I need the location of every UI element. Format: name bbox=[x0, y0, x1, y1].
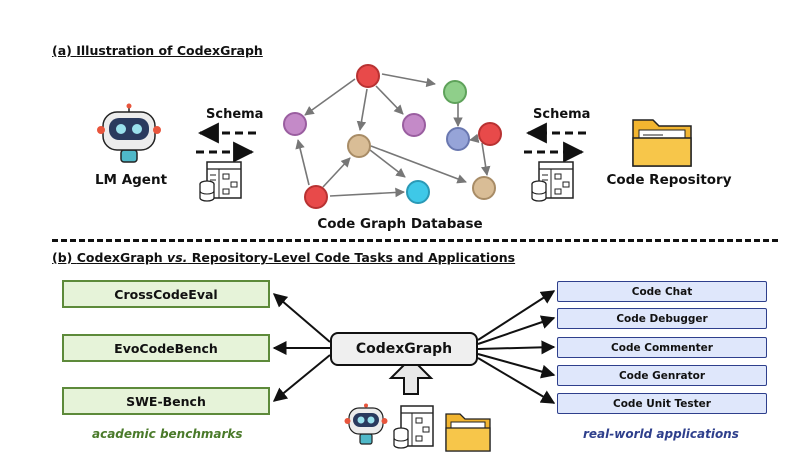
graph-node bbox=[443, 80, 467, 104]
arrow-to-crosscodeeval bbox=[272, 293, 331, 343]
graph-edge bbox=[370, 145, 467, 184]
graph-edge bbox=[295, 139, 310, 186]
app-code-unit-tester: Code Unit Tester bbox=[557, 393, 767, 414]
graph-node bbox=[446, 127, 470, 151]
benchmark-evocodebench: EvoCodeBench bbox=[62, 334, 270, 362]
schema-label-left: Schema bbox=[206, 107, 264, 122]
codexgraph-box: CodexGraph bbox=[330, 332, 478, 366]
database-schema-icon bbox=[531, 161, 574, 202]
folder-icon bbox=[632, 119, 692, 167]
graph-node bbox=[356, 64, 380, 88]
graph-edge bbox=[322, 157, 351, 188]
arrow-to-code-chat bbox=[477, 290, 556, 341]
app-code-debugger: Code Debugger bbox=[557, 308, 767, 329]
graph-node bbox=[347, 134, 371, 158]
benchmark-swe-bench: SWE-Bench bbox=[62, 387, 270, 415]
code-repository-label: Code Repository bbox=[606, 172, 732, 188]
arrow-to-code-unit-tester bbox=[477, 357, 556, 404]
section-a-title-text: Illustration of CodexGraph bbox=[76, 43, 263, 58]
graph-node bbox=[406, 180, 430, 204]
graph-edge bbox=[304, 78, 356, 116]
folder-icon bbox=[445, 413, 491, 452]
section-b-vs: vs. bbox=[167, 250, 188, 265]
app-code-commenter: Code Commenter bbox=[557, 337, 767, 358]
benchmarks-caption: academic benchmarks bbox=[92, 427, 243, 441]
section-a-title: (a) Illustration of CodexGraph bbox=[52, 43, 263, 58]
graph-edge bbox=[469, 133, 480, 144]
schema-label-right: Schema bbox=[533, 107, 591, 122]
graph-node bbox=[283, 112, 307, 136]
code-graph-database-label: Code Graph Database bbox=[317, 216, 483, 232]
graph-node bbox=[478, 122, 502, 146]
graph-edges bbox=[295, 73, 491, 198]
app-code-chat: Code Chat bbox=[557, 281, 767, 302]
app-code-genrator: Code Genrator bbox=[557, 365, 767, 386]
graph-edge bbox=[369, 149, 406, 178]
graph-node bbox=[304, 185, 328, 209]
applications-caption: real-world applications bbox=[583, 427, 739, 441]
big-up-arrow bbox=[388, 356, 434, 395]
section-b-title: (b) CodexGraph vs. Repository-Level Code… bbox=[52, 250, 515, 265]
database-schema-icon bbox=[199, 161, 242, 202]
database-schema-icon bbox=[393, 405, 434, 449]
arrow-to-code-commenter bbox=[477, 340, 556, 355]
graph-edge bbox=[375, 85, 404, 115]
arrow-to-swebench bbox=[272, 354, 331, 402]
graph-edge bbox=[381, 73, 436, 88]
section-b-rest: Repository-Level Code Tasks and Applicat… bbox=[187, 250, 516, 265]
robot-icon bbox=[97, 103, 161, 163]
arrow-to-code-debugger bbox=[477, 315, 556, 345]
section-a-prefix: (a) bbox=[52, 43, 77, 58]
section-b-prefix: (b) bbox=[52, 250, 77, 265]
graph-edge bbox=[356, 88, 368, 131]
arrow-to-code-genrator bbox=[477, 353, 556, 379]
graph-nodes bbox=[283, 64, 502, 209]
benchmark-crosscodeeval: CrossCodeEval bbox=[62, 280, 270, 308]
graph-node bbox=[402, 113, 426, 137]
graph-edge bbox=[329, 187, 405, 198]
graph-node bbox=[472, 176, 496, 200]
graph-edge bbox=[480, 142, 491, 176]
robot-icon bbox=[344, 403, 388, 445]
section-b-name: CodexGraph bbox=[76, 250, 168, 265]
section-divider bbox=[52, 239, 778, 242]
lm-agent-label: LM Agent bbox=[94, 172, 168, 188]
